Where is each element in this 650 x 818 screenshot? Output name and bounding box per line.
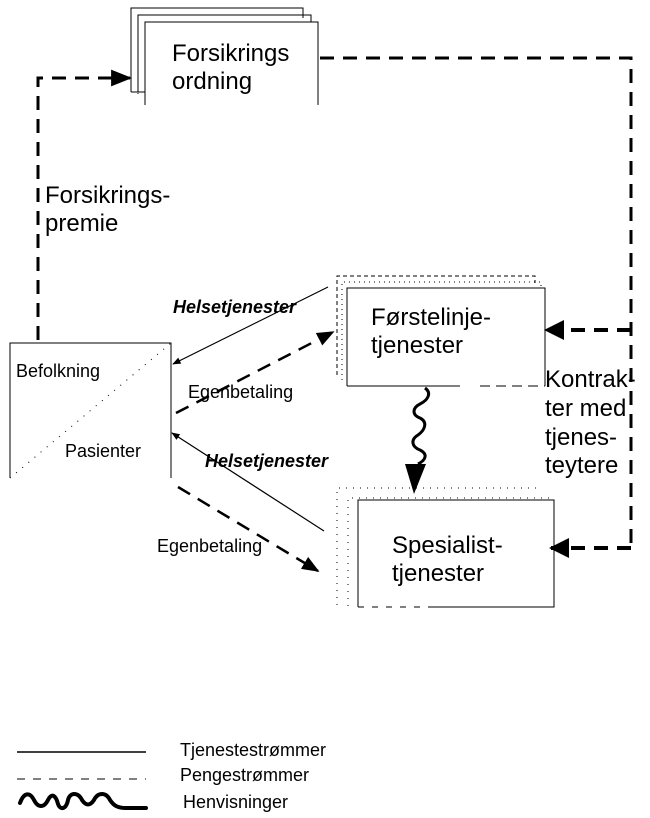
specialist-copay-label: Egenbetaling xyxy=(157,536,263,556)
primary-copay-arrow xyxy=(175,330,335,415)
specialist-label: Spesialist- tjenester xyxy=(392,532,503,589)
specialist-line-2: tjenester xyxy=(392,560,485,588)
specialist-copay-arrow xyxy=(177,485,320,573)
primary-care-line-1: Førstelinje- xyxy=(371,304,492,331)
premium-line-2: premie xyxy=(45,210,119,238)
contracts-label: Kontrak- ter med tjenes- teytere xyxy=(545,366,636,481)
patients-label: Pasienter xyxy=(65,441,142,461)
specialist-health-services-arrow xyxy=(171,432,325,532)
legend-money-flows-label: Pengestrømmer xyxy=(180,765,310,785)
primary-care-label: Førstelinje- tjenester xyxy=(371,304,491,361)
population-box xyxy=(9,342,172,479)
legend-service-flows-label: Tjenestestrømmer xyxy=(180,740,327,760)
contract-flow-line xyxy=(320,56,633,548)
insurance-scheme-line-1: Forsikrings xyxy=(172,40,290,67)
premium-label: Forsikrings- premie xyxy=(45,182,170,239)
primary-care-box xyxy=(336,275,546,387)
contracts-line-1: Kontrak- xyxy=(545,366,636,393)
insurance-scheme-box xyxy=(130,7,319,105)
premium-line-1: Forsikrings- xyxy=(45,182,171,209)
primary-health-services-label: Helsetjenester xyxy=(173,297,297,317)
contracts-line-4: teytere xyxy=(545,452,619,480)
specialist-line-1: Spesialist- xyxy=(392,532,503,559)
legend-wavy-line xyxy=(18,792,148,811)
primary-care-line-2: tjenester xyxy=(371,332,464,360)
referral-arrow xyxy=(405,386,431,494)
population-label: Befolkning xyxy=(16,361,101,381)
primary-health-services-arrow xyxy=(172,286,329,365)
premium-flow-arrow xyxy=(36,69,133,340)
contracts-line-3: tjenes- xyxy=(545,423,618,451)
contracts-line-2: ter med xyxy=(545,394,627,422)
specialist-health-services-label: Helsetjenester xyxy=(205,451,329,471)
primary-copay-label: Egenbetaling xyxy=(188,382,294,402)
legend-referrals-label: Henvisninger xyxy=(183,792,289,812)
insurance-scheme-label: Forsikrings ordning xyxy=(172,40,289,97)
insurance-scheme-line-2: ordning xyxy=(172,68,253,96)
specialist-box xyxy=(336,487,555,608)
